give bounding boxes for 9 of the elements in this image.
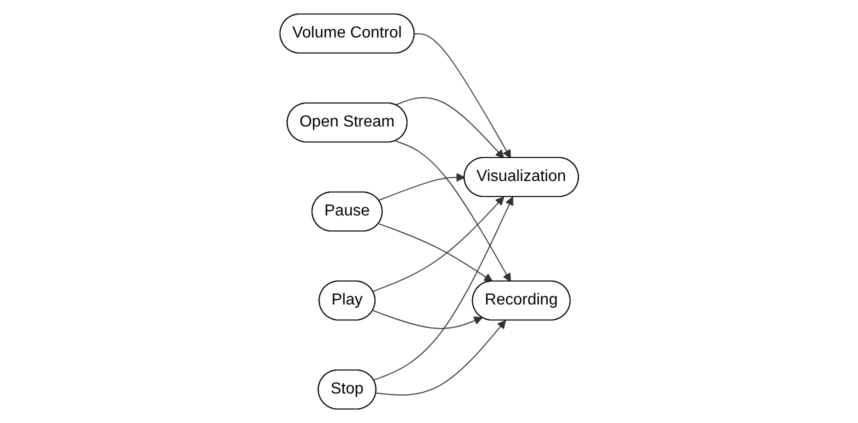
arrow bbox=[372, 196, 504, 292]
arrow bbox=[375, 320, 506, 396]
arrow bbox=[414, 33, 511, 158]
arrow bbox=[394, 140, 511, 282]
arrow bbox=[373, 196, 514, 381]
arrow bbox=[372, 310, 482, 329]
arrow bbox=[378, 172, 465, 201]
arrow bbox=[378, 223, 493, 282]
arrow bbox=[394, 97, 504, 158]
